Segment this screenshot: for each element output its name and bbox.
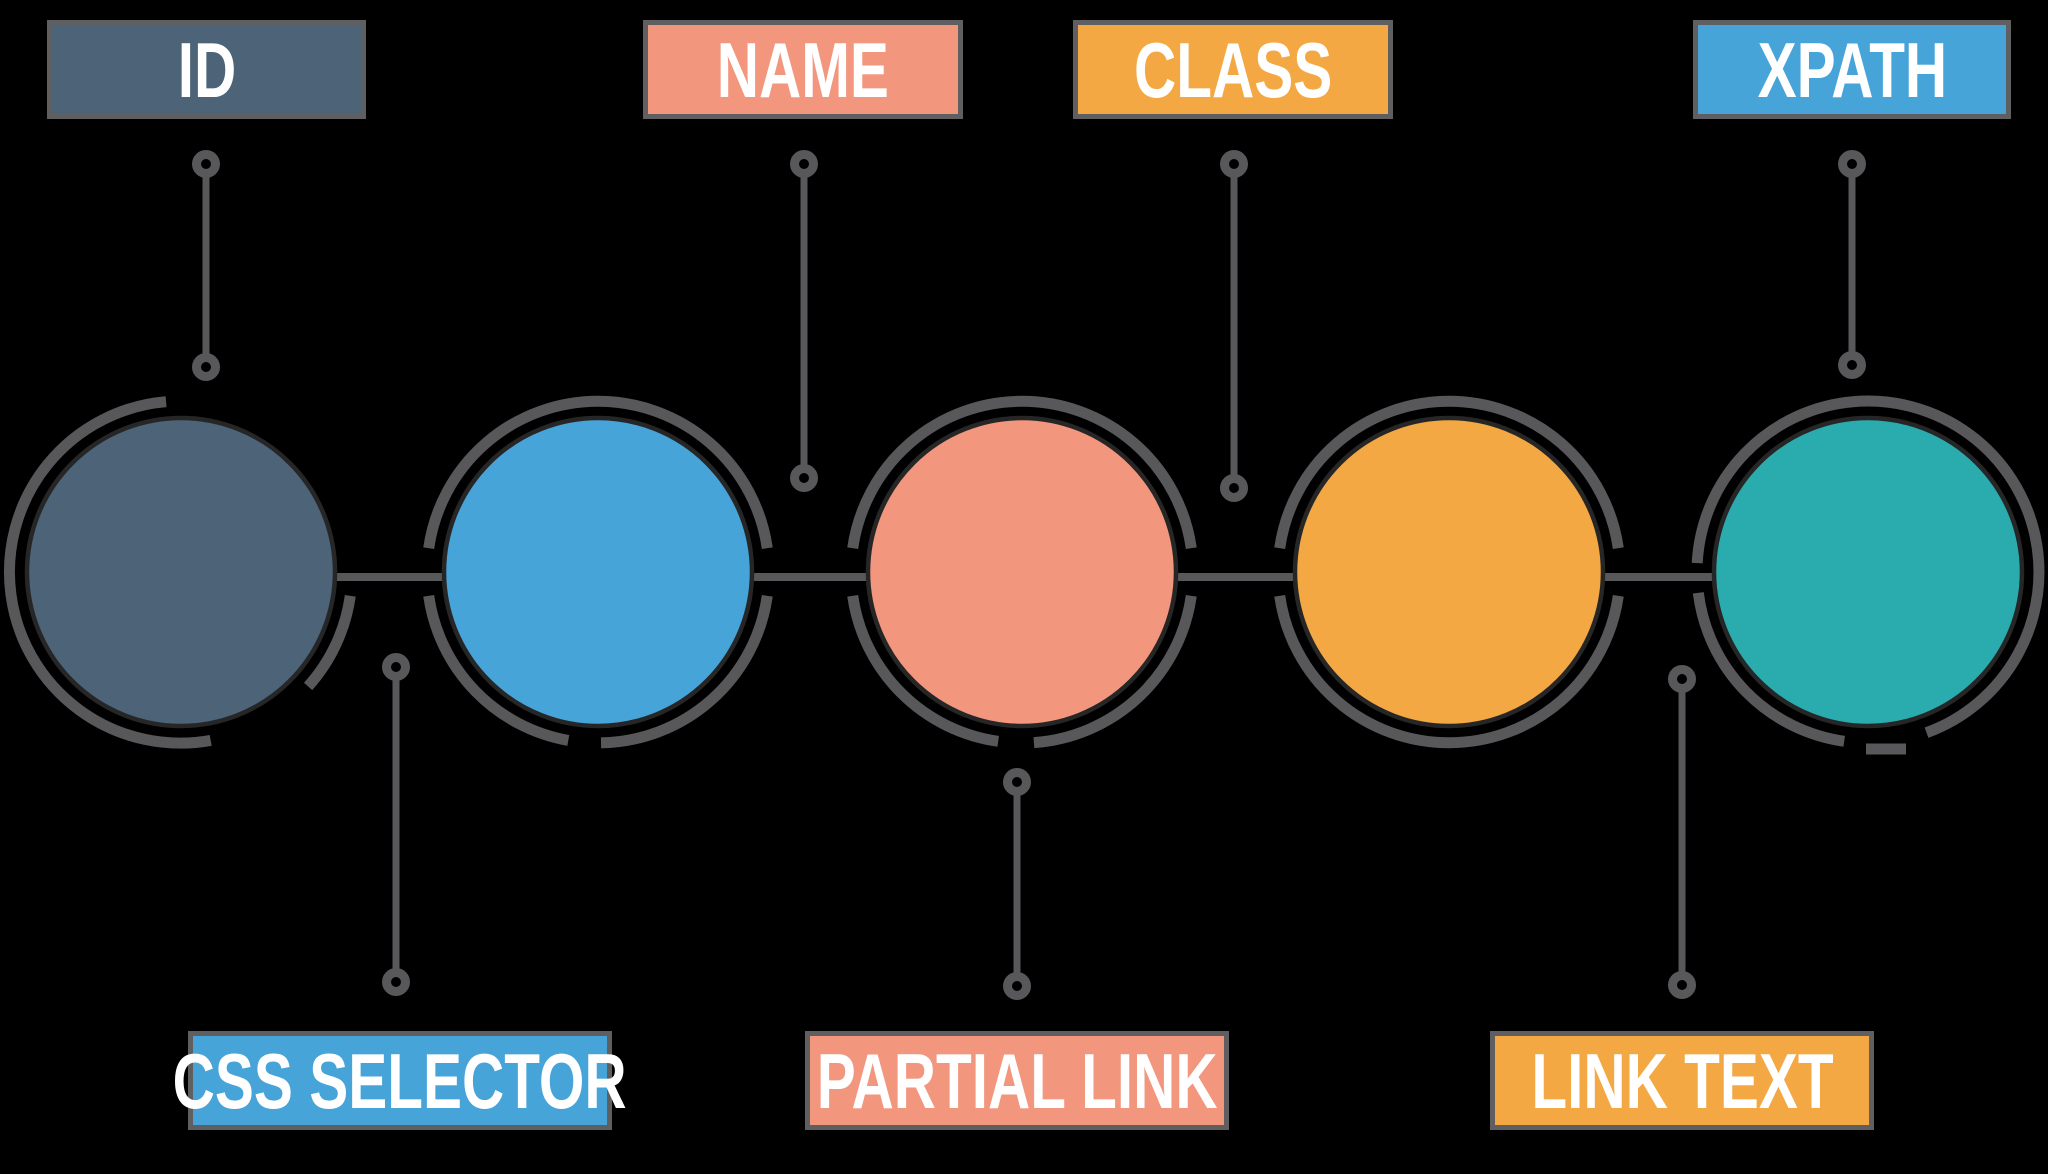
label-name: NAME (643, 20, 963, 119)
label-class-text: CLASS (1133, 25, 1333, 114)
circle-blue-outer-ring (423, 395, 773, 549)
label-stems (192, 150, 1866, 1000)
circle-salmon-outer-ring (1033, 595, 1197, 749)
label-link-text: LINK TEXT (1490, 1031, 1874, 1130)
stem-link-text-endpoint-ring (1668, 665, 1696, 693)
stem-css-selector-endpoint-ring (382, 968, 410, 996)
label-xpath: XPATH (1693, 20, 2011, 119)
circle-orange-outer-ring (1274, 595, 1624, 749)
stem-xpath-endpoint-ring (1838, 150, 1866, 178)
stem-class-endpoint-ring (1220, 150, 1248, 178)
stem-id-endpoint-ring (192, 150, 220, 178)
label-id: ID (47, 20, 366, 119)
label-css-selector: CSS SELECTOR (173, 1031, 627, 1130)
circle-blue-outer-ring (600, 595, 773, 749)
label-partial-link-text: PARTIAL LINK (816, 1036, 1218, 1125)
label-id-text: ID (177, 25, 236, 114)
label-xpath-text: XPATH (1757, 25, 1947, 114)
circle-teal-fill (1711, 415, 2025, 729)
label-name-text: NAME (716, 25, 890, 114)
circle-slate-outer-ring (4, 396, 212, 749)
circle-slate (4, 396, 356, 749)
stem-xpath-endpoint-ring (1838, 351, 1866, 379)
circle-salmon-fill (865, 415, 1179, 729)
circle-blue (423, 395, 773, 749)
stem-css-selector-endpoint-ring (382, 653, 410, 681)
stem-partial-link-endpoint-ring (1003, 768, 1031, 796)
stem-name-endpoint-ring (790, 150, 818, 178)
label-link-text-text: LINK TEXT (1530, 1036, 1834, 1125)
circle-teal-outer-ring (1691, 395, 2045, 738)
circle-orange (1274, 395, 1624, 749)
circle-blue-fill (441, 415, 755, 729)
stem-class-endpoint-ring (1220, 474, 1248, 502)
circle-orange-outer-ring (1274, 395, 1624, 549)
circle-salmon (847, 395, 1197, 749)
circle-slate-outer-ring (303, 594, 356, 691)
circle-salmon-outer-ring (847, 395, 1197, 549)
stem-id-endpoint-ring (192, 353, 220, 381)
circle-salmon-outer-ring (847, 595, 999, 747)
circle-slate-fill (24, 415, 338, 729)
circle-orange-fill (1292, 415, 1606, 729)
stem-name-endpoint-ring (790, 464, 818, 492)
label-partial-link: PARTIAL LINK (805, 1031, 1229, 1130)
circle-teal (1691, 395, 2045, 755)
stem-link-text-endpoint-ring (1668, 971, 1696, 999)
circle-blue-outer-ring (423, 595, 570, 746)
label-class: CLASS (1073, 20, 1393, 119)
label-css-selector-text: CSS SELECTOR (172, 1036, 628, 1125)
circle-teal-outer-ring (1692, 592, 1845, 747)
stem-partial-link-endpoint-ring (1003, 972, 1031, 1000)
